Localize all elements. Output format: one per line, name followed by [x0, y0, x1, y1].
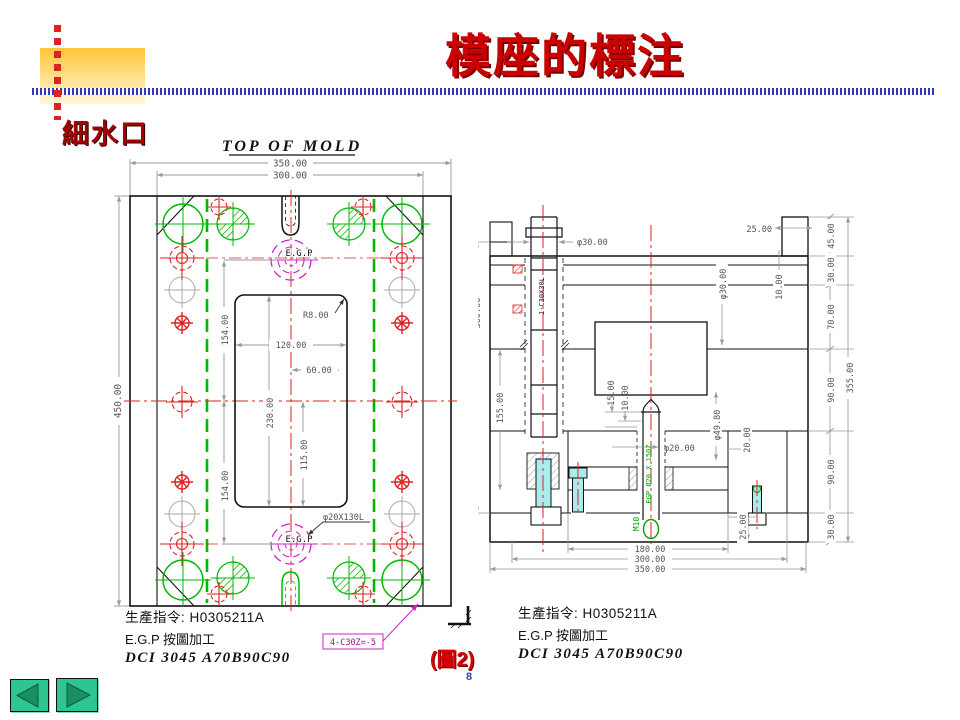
dim-chain-90a: 90.00: [827, 377, 837, 403]
dim-chain-90b: 90.00: [827, 459, 837, 485]
right-triangle-icon: [66, 682, 92, 708]
dim-chain-30a: 30.00: [827, 257, 837, 283]
dim-total-height: 355.00: [846, 363, 856, 394]
process-note: E.G.P 按圖加工: [518, 628, 609, 643]
dim-egp-bottom: 154.00: [221, 471, 231, 502]
gray-hole-circles: [164, 272, 420, 532]
dim-chain-70: 70.00: [827, 304, 837, 330]
dim-sprue-dia: φ30.00: [577, 238, 608, 248]
dim-height-outer: 450.00: [113, 384, 124, 419]
dim-hole-dia: φ30.00: [719, 269, 729, 300]
egp-label-bottom: E.G.P: [285, 535, 313, 545]
dim-width-outer: 350.00: [273, 159, 308, 170]
dim-left-300: 300.00: [478, 298, 483, 329]
left-triangle-icon: [15, 683, 39, 708]
process-note: E.G.P 按圖加工: [125, 632, 216, 647]
ejector-pin: [628, 397, 674, 540]
production-note-right: 生產指令: H0305211A E.G.P 按圖加工 DCI 3045 A70B…: [518, 602, 684, 663]
material-code: DCI 3045 A70B90C90: [125, 650, 291, 666]
dim-guide-155: 155.00: [496, 393, 506, 424]
decor-red-dashed-line: [54, 25, 61, 120]
dim-corner-radius: R8.00: [303, 311, 329, 321]
page-number: 8: [466, 671, 473, 683]
internal-dimension-lines: [221, 259, 346, 545]
dim-pin-15: 15.00: [607, 380, 617, 406]
center-slots: [281, 196, 300, 605]
chamfer-note-label: 4-C30Z=-5: [330, 638, 376, 648]
cad-title: TOP OF MOLD: [222, 138, 362, 155]
guide-bolt-assembly: [526, 452, 562, 526]
production-note-left: 生產指令: H0305211A E.G.P 按圖加工 DCI 3045 A70B…: [125, 606, 291, 667]
dim-pin-10: 10.00: [621, 385, 631, 411]
dim-20: 20.00: [743, 427, 753, 453]
page-title: 模座的標注: [445, 31, 685, 82]
figure-label: (圖2): [430, 649, 475, 671]
top-view-drawing: TOP OF MOLD 350.00 300.00 450.00: [111, 138, 472, 650]
dim-egp-top: 154.00: [221, 315, 231, 346]
dim-pin-dia: φ20.00: [664, 444, 695, 454]
dim-pocket-half: 60.00: [306, 366, 332, 376]
material-code: DCI 3045 A70B90C90: [518, 646, 684, 662]
dim-25-bottom: 25.00: [739, 514, 749, 540]
section-centerlines: [542, 205, 758, 560]
guide-hole-label: φ20X130L: [323, 513, 364, 523]
pocket-outline: [234, 294, 348, 508]
divider-dotted-bar: [32, 88, 935, 95]
dim-bottom-180: 180.00: [635, 545, 666, 555]
production-order: 生產指令: H0305211A: [518, 606, 658, 621]
ejector-pin-note: EGP Ø20 X 150Z: [645, 444, 653, 503]
dim-half-height: 115.00: [300, 440, 310, 471]
section-subtitle: 細水口: [62, 119, 149, 149]
dim-pocket-width: 120.00: [276, 341, 307, 351]
dim-bottom-350: 350.00: [635, 565, 666, 575]
sprue-note: 1-C30X30L: [538, 277, 546, 315]
dim-chain-45: 45.00: [827, 223, 837, 249]
nav-forward-button[interactable]: [56, 678, 98, 712]
production-order: 生產指令: H0305211A: [125, 610, 265, 625]
projection-symbol: [448, 606, 472, 629]
section-view-drawing: EGP Ø20 X 150Z M10 1-C30X30L: [478, 205, 856, 575]
dim-thin-10: 10.00: [775, 274, 785, 300]
dim-pocket-height: 230.00: [266, 398, 276, 429]
red-target-circles: [160, 196, 424, 606]
dim-head-dia: φ49.80: [713, 410, 723, 441]
hatched-pin-circles: [211, 202, 371, 600]
thread-label: M10: [632, 517, 641, 532]
sprue-bushing-column: [512, 216, 570, 438]
egp-label-top: E.G.P: [285, 249, 313, 259]
chamfer-note-box: [322, 633, 384, 650]
dim-chain-30b: 30.00: [827, 514, 837, 540]
dim-width-inner: 300.00: [273, 171, 308, 182]
dim-step-25: 25.00: [746, 225, 772, 235]
nav-back-button[interactable]: [10, 679, 49, 712]
dim-bottom-300: 300.00: [635, 555, 666, 565]
